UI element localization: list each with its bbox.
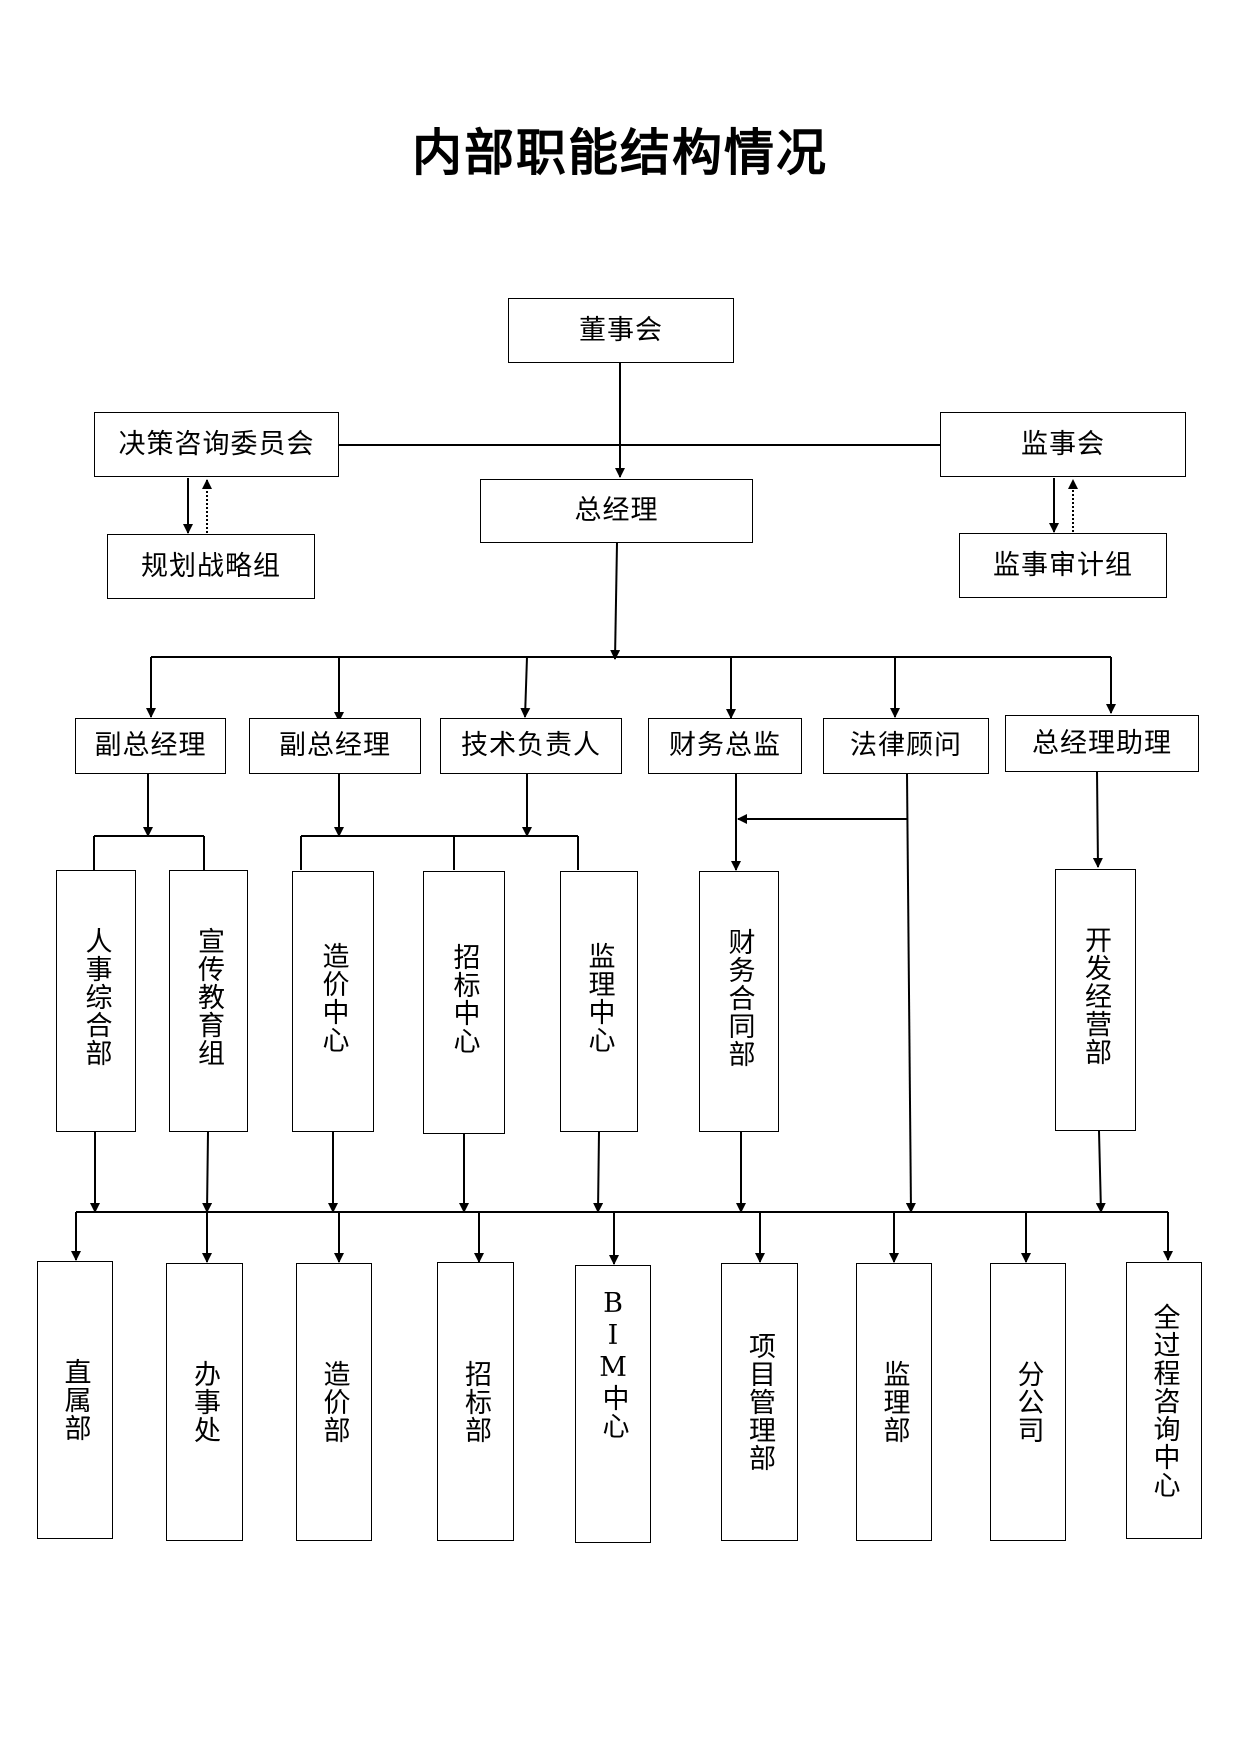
page-title: 内部职能结构情况 bbox=[412, 124, 828, 182]
bim-center-box: BIM中心 bbox=[575, 1265, 651, 1543]
cost-center-box: 造价中心 bbox=[292, 871, 374, 1132]
development-business-dept-label: 开发经营部 bbox=[1080, 926, 1112, 1066]
supervision-dept-label: 监理部 bbox=[878, 1360, 910, 1444]
cfo-box: 财务总监 bbox=[648, 718, 802, 774]
planning-strategy-group-label: 规划战略组 bbox=[141, 550, 281, 582]
legal-counsel-box: 法律顾问 bbox=[823, 718, 989, 774]
office-label: 办事处 bbox=[189, 1360, 221, 1444]
audit-group-box: 监事审计组 bbox=[959, 533, 1167, 598]
bidding-dept-box: 招标部 bbox=[437, 1262, 514, 1541]
hr-admin-dept-label: 人事综合部 bbox=[80, 927, 112, 1067]
supervisory-board-label: 监事会 bbox=[1021, 428, 1105, 460]
assistant-gm-box: 总经理助理 bbox=[1005, 715, 1199, 772]
publicity-education-group-label: 宣传教育组 bbox=[193, 927, 225, 1067]
project-management-dept-box: 项目管理部 bbox=[721, 1263, 798, 1541]
cost-center-label: 造价中心 bbox=[317, 941, 349, 1054]
audit-group-label: 监事审计组 bbox=[993, 549, 1133, 581]
board-label: 董事会 bbox=[579, 314, 663, 346]
cost-dept-box: 造价部 bbox=[296, 1263, 372, 1541]
finance-contract-dept-label: 财务合同部 bbox=[723, 927, 755, 1068]
general-manager-box: 总经理 bbox=[480, 479, 753, 543]
cost-dept-label: 造价部 bbox=[318, 1360, 350, 1444]
direct-dept-box: 直属部 bbox=[37, 1261, 113, 1539]
bidding-center-box: 招标中心 bbox=[423, 871, 505, 1134]
bim-center-label: BIM中心 bbox=[597, 1288, 629, 1440]
branch-company-box: 分公司 bbox=[990, 1263, 1066, 1541]
supervisory-board-box: 监事会 bbox=[940, 412, 1186, 477]
vice-gm-1-box: 副总经理 bbox=[75, 718, 226, 774]
full-process-consulting-center-label: 全过程咨询中心 bbox=[1148, 1302, 1180, 1499]
supervision-center-label: 监理中心 bbox=[583, 941, 615, 1054]
branch-company-label: 分公司 bbox=[1012, 1360, 1044, 1444]
technical-lead-box: 技术负责人 bbox=[440, 718, 622, 774]
publicity-education-group-box: 宣传教育组 bbox=[169, 870, 248, 1132]
finance-contract-dept-box: 财务合同部 bbox=[699, 871, 779, 1132]
vice-gm-1-label: 副总经理 bbox=[94, 730, 207, 762]
gm-to-management-arrow bbox=[610, 542, 621, 660]
vice-gm-2-label: 副总经理 bbox=[279, 730, 391, 762]
cfo-label: 财务总监 bbox=[669, 730, 781, 762]
full-process-consulting-center-box: 全过程咨询中心 bbox=[1126, 1262, 1202, 1539]
supervision-center-box: 监理中心 bbox=[560, 871, 638, 1132]
hr-admin-dept-box: 人事综合部 bbox=[56, 870, 136, 1132]
bidding-dept-label: 招标部 bbox=[460, 1359, 492, 1444]
project-management-dept-label: 项目管理部 bbox=[744, 1332, 776, 1472]
advisory-committee-label: 决策咨询委员会 bbox=[118, 428, 315, 460]
planning-strategy-group-box: 规划战略组 bbox=[107, 534, 315, 599]
development-business-dept-box: 开发经营部 bbox=[1055, 869, 1136, 1131]
office-box: 办事处 bbox=[166, 1263, 243, 1541]
supervision-dept-box: 监理部 bbox=[856, 1263, 932, 1541]
advisory-committee-box: 决策咨询委员会 bbox=[94, 412, 339, 477]
board-box: 董事会 bbox=[508, 298, 734, 363]
assistant-gm-label: 总经理助理 bbox=[1032, 727, 1172, 759]
direct-dept-label: 直属部 bbox=[59, 1358, 91, 1442]
bidding-center-label: 招标中心 bbox=[448, 942, 480, 1055]
legal-counsel-label: 法律顾问 bbox=[850, 730, 962, 762]
vice-gm-2-box: 副总经理 bbox=[249, 718, 421, 774]
technical-lead-label: 技术负责人 bbox=[461, 730, 601, 762]
general-manager-label: 总经理 bbox=[574, 495, 659, 527]
